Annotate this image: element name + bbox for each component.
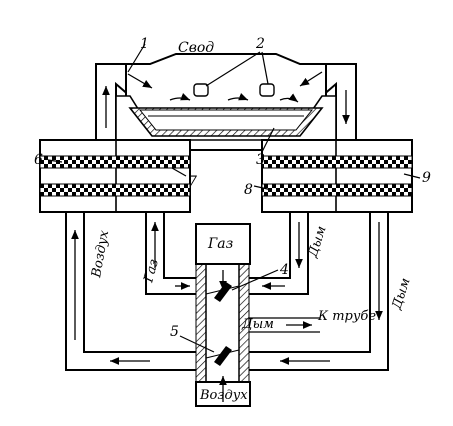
callout-2: 2 <box>255 36 265 52</box>
leader-lines <box>47 43 421 353</box>
callout-3: 3 <box>256 152 265 168</box>
callout-5: 5 <box>170 324 179 340</box>
chimney-outlet <box>249 317 320 333</box>
smoke-right-lower-label: Дым <box>389 276 413 312</box>
air-left-label: Воздух <box>89 229 112 280</box>
burners <box>193 83 275 97</box>
right-regenerator <box>261 139 413 213</box>
callout-8: 8 <box>244 182 253 198</box>
callout-9: 9 <box>422 170 431 186</box>
callout-6: 6 <box>34 152 43 168</box>
roof-label: Свод <box>178 40 214 56</box>
callout-4: 4 <box>279 262 289 278</box>
flow-arrows <box>71 71 383 402</box>
callout-7: 7 <box>188 174 197 190</box>
gas-pipe-label: Газ <box>141 257 162 285</box>
left-regenerator <box>39 139 191 213</box>
callout-1: 1 <box>140 36 149 52</box>
air-bottom-label: Воздух <box>199 388 248 403</box>
gas-inlet-box <box>195 223 251 265</box>
smoke-center-label: Дым <box>241 317 274 332</box>
reversing-valve-5 <box>205 346 240 366</box>
gas-label: Газ <box>207 236 233 252</box>
bath <box>128 107 324 137</box>
to-chimney-label: К трубе <box>317 309 376 324</box>
